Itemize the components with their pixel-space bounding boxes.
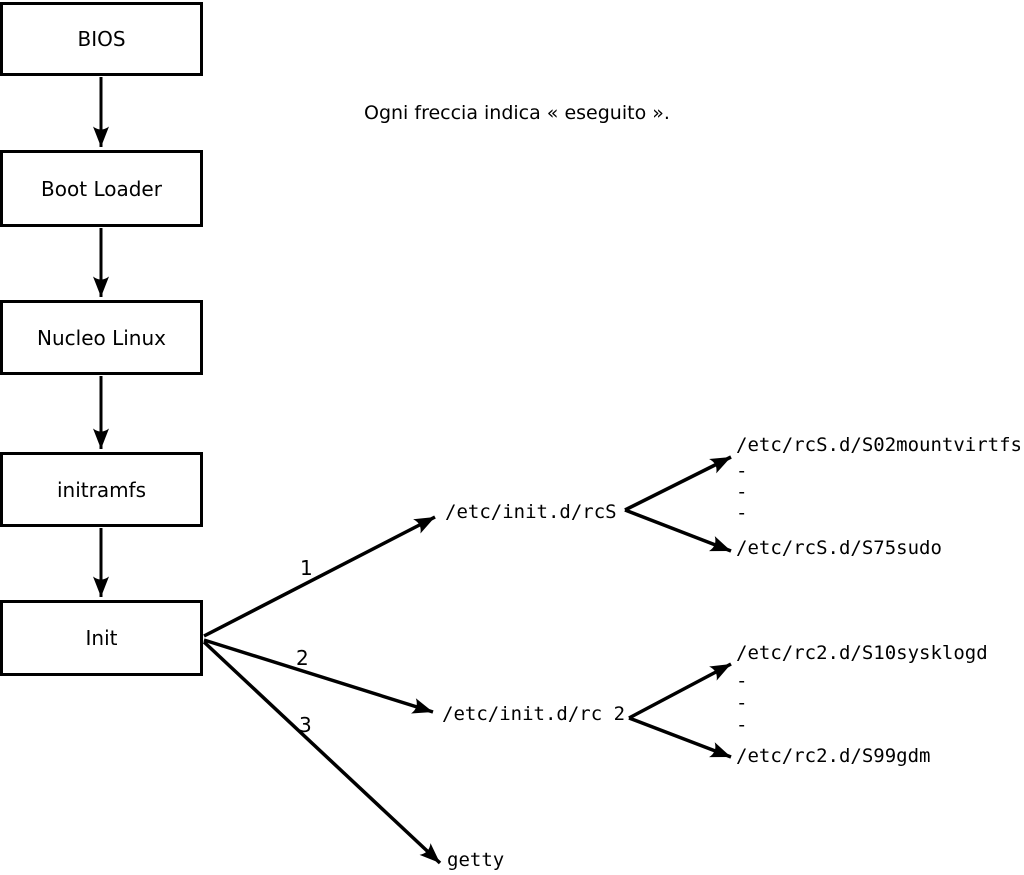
box-init: Init xyxy=(0,600,203,676)
node-etc-init-d-rc2: /etc/init.d/rc 2 xyxy=(442,703,626,725)
diagram-caption: Ogni freccia indica « eseguito ». xyxy=(364,102,670,124)
box-initramfs-label: initramfs xyxy=(56,477,147,502)
box-boot-loader: Boot Loader xyxy=(0,150,203,227)
box-nucleo-linux-label: Nucleo Linux xyxy=(37,325,166,350)
box-bios: BIOS xyxy=(0,2,203,76)
box-initramfs: initramfs xyxy=(0,452,203,527)
dash: - xyxy=(736,670,748,692)
node-getty: getty xyxy=(447,849,505,871)
node-rcS-first-script: /etc/rcS.d/S02mountvirtfs xyxy=(736,434,1022,456)
arrow-init-to-rcS xyxy=(203,515,436,638)
arrow-init-to-rc2 xyxy=(203,638,434,714)
box-init-label: Init xyxy=(85,626,118,650)
arrow-rc2-to-first-script xyxy=(628,662,732,720)
rc2-ellipsis-dashes: - - - xyxy=(736,670,747,736)
box-nucleo-linux: Nucleo Linux xyxy=(0,300,203,375)
node-rc2-first-script: /etc/rc2.d/S10sysklogd xyxy=(736,642,988,664)
arrow-rcS-to-first-script xyxy=(624,455,732,512)
edge-number-3: 3 xyxy=(299,713,312,737)
edge-number-2: 2 xyxy=(296,646,309,670)
dash: - xyxy=(736,460,748,482)
dash: - xyxy=(736,502,748,524)
box-boot-loader-label: Boot Loader xyxy=(41,176,162,201)
box-bios-label: BIOS xyxy=(77,27,126,51)
arrow-rcS-to-last-script xyxy=(624,508,732,553)
node-rc2-last-script: /etc/rc2.d/S99gdm xyxy=(736,745,931,767)
node-etc-init-d-rcS: /etc/init.d/rcS xyxy=(445,501,617,523)
dash: - xyxy=(736,692,748,714)
dash: - xyxy=(736,481,748,503)
dash: - xyxy=(736,714,748,736)
edge-number-1: 1 xyxy=(300,556,313,580)
arrow-init-to-getty xyxy=(202,640,442,865)
node-rcS-last-script: /etc/rcS.d/S75sudo xyxy=(736,537,942,559)
rcS-ellipsis-dashes: - - - xyxy=(736,461,747,524)
arrow-rc2-to-last-script xyxy=(628,716,732,759)
